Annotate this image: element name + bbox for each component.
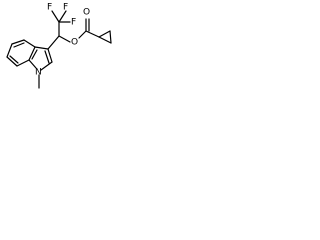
benzo-c6-c7-double bbox=[9, 55, 19, 64]
indole-c3a-c7a bbox=[28, 46, 36, 61]
bond-cf3-f2 bbox=[58, 10, 67, 23]
indole-c3-c3a bbox=[34, 46, 49, 50]
indole-c2-n1 bbox=[40, 61, 53, 71]
chemical-structure: F F F O O N bbox=[6, 3, 112, 89]
bond-cf3-f1 bbox=[51, 10, 60, 23]
atom-label-o-ester: O bbox=[71, 38, 78, 48]
indole-n1-c7a bbox=[28, 59, 37, 69]
benzo-c5-c6 bbox=[6, 43, 13, 58]
atom-label-f3: F bbox=[71, 18, 76, 28]
benzo-c4-c5-double bbox=[13, 42, 25, 48]
benzo-c7a-c3a-double bbox=[31, 49, 38, 60]
cyclopropyl-bond-a bbox=[98, 30, 111, 38]
bond-cco-cyclopropyl bbox=[85, 30, 100, 38]
benzo-c3a-c4 bbox=[23, 39, 36, 48]
bond-oester-cco bbox=[78, 30, 87, 39]
atom-label-n-indole: N bbox=[35, 68, 42, 78]
indole-c3-c2-double bbox=[44, 50, 50, 64]
atom-label-o-carbonyl: O bbox=[83, 8, 90, 18]
bond-ch-indole-c3 bbox=[47, 35, 60, 50]
indole-c3-c2 bbox=[47, 48, 53, 63]
bond-ch-oester bbox=[58, 35, 71, 43]
benzo-c7-c7a bbox=[16, 59, 30, 67]
benzo-c4-c5 bbox=[11, 39, 25, 45]
atom-label-f1: F bbox=[47, 3, 52, 13]
benzo-c6-c7 bbox=[6, 56, 18, 67]
atom-label-f2: F bbox=[63, 3, 68, 13]
cyclopropyl-bond-c bbox=[98, 36, 112, 44]
cyclopropyl-bond-b bbox=[109, 30, 112, 44]
